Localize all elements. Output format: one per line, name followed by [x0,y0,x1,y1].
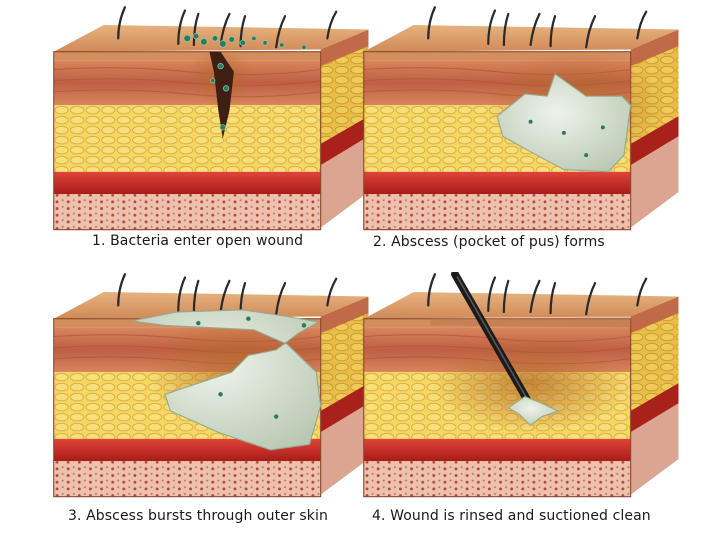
residual-pus [507,395,560,427]
skin-cross-section-3 [53,273,370,498]
panel-bacteria-enter: 1. Bacteria enter open wound [50,5,380,267]
panel-wound-cleaned: 4. Wound is rinsed and suctioned clean [360,272,690,534]
bacteria-cluster [183,33,307,131]
caption-step-3: 3. Abscess bursts through outer skin [68,508,328,524]
skin-cross-section-4 [363,272,680,498]
skin-cross-section-1 [53,6,370,231]
burst-abscess [131,309,322,451]
caption-step-2: 2. Abscess (pocket of pus) forms [373,234,605,250]
panel-abscess-forms: 2. Abscess (pocket of pus) forms [360,5,690,267]
caption-step-4: 4. Wound is rinsed and suctioned clean [372,508,651,524]
panel-abscess-bursts: 3. Abscess bursts through outer skin [50,272,380,534]
caption-step-1: 1. Bacteria enter open wound [92,233,304,249]
abscess-pus-pocket [496,73,632,173]
skin-cross-section-2 [363,6,680,231]
